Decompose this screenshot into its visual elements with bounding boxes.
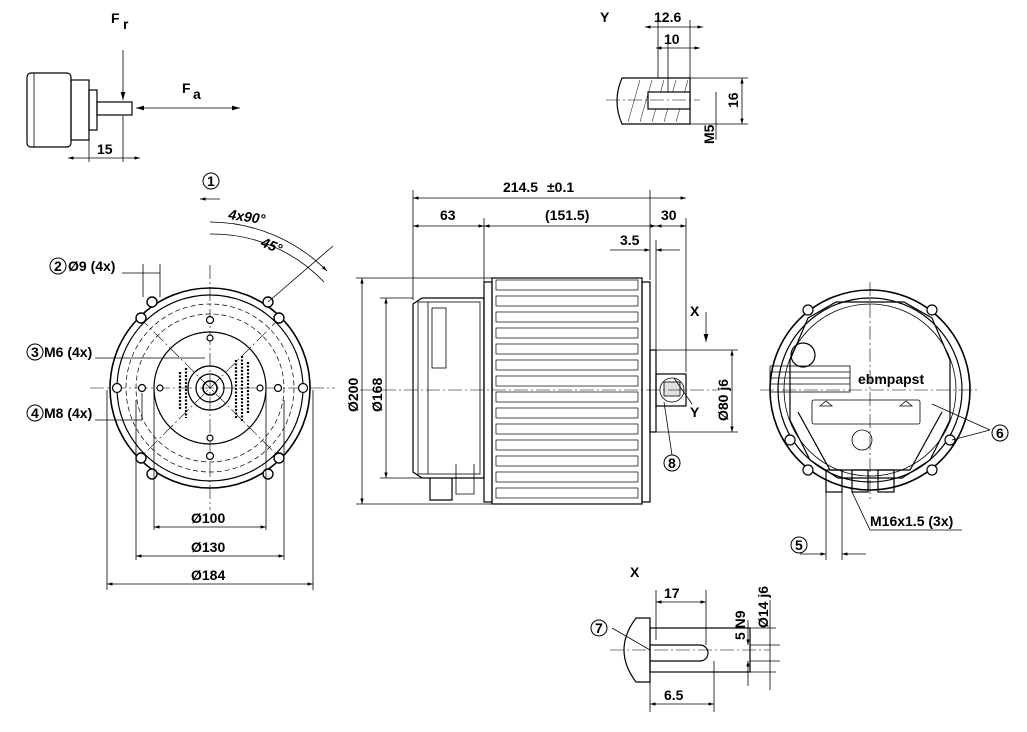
detail-y-title: Y xyxy=(600,9,610,25)
length-151-5: (151.5) xyxy=(545,207,589,223)
callout-5-circle xyxy=(790,536,808,554)
key-dim-5n9: 5 N9 xyxy=(732,610,748,640)
detail-y-dim-12-6: 12.6 xyxy=(654,9,681,25)
callout-3-circle xyxy=(26,343,44,361)
length-total-tolerance: ±0.1 xyxy=(547,179,574,195)
detail-y-dim-m5: M5 xyxy=(701,124,717,144)
diameter-100: Ø100 xyxy=(191,510,225,526)
length-63: 63 xyxy=(440,207,456,223)
axial-force-label: F xyxy=(182,80,191,96)
callout-6-circle xyxy=(991,424,1009,442)
callout-4-circle xyxy=(26,404,44,422)
key-dim-17: 17 xyxy=(664,585,680,601)
shaft-load-distance: 15 xyxy=(97,141,113,157)
detail-x-view xyxy=(610,590,780,712)
key-dim-6-5: 6.5 xyxy=(664,687,684,703)
callout-2-text: Ø9 (4x) xyxy=(68,258,115,274)
cable-gland-label: M16x1.5 (3x) xyxy=(870,513,953,529)
angle-45: 45° xyxy=(258,234,285,257)
side-view xyxy=(356,190,738,505)
detail-y-dim-16: 16 xyxy=(725,92,741,108)
length-30: 30 xyxy=(661,207,677,223)
brand-logo: ebmpapst xyxy=(858,371,924,387)
detail-y-dim-10: 10 xyxy=(664,31,680,47)
view-y-marker: Y xyxy=(690,404,700,420)
diameter-130: Ø130 xyxy=(191,539,225,555)
axial-force-subscript: a xyxy=(193,86,201,102)
callout-8-circle xyxy=(663,454,681,472)
angle-4x90: 4x90° xyxy=(227,206,267,227)
callout-6: 6 xyxy=(996,425,1004,441)
callout-1-circle xyxy=(202,172,220,190)
key-dim-d14: Ø14 j6 xyxy=(755,586,771,628)
callout-2-circle xyxy=(49,257,67,275)
shaft-diameter-80: Ø80 j6 xyxy=(715,379,731,421)
view-x-marker: X xyxy=(690,303,700,319)
callout-3-text: M6 (4x) xyxy=(44,344,92,360)
callout-5: 5 xyxy=(795,537,803,553)
callout-8: 8 xyxy=(668,455,676,471)
length-3-5: 3.5 xyxy=(620,232,640,248)
length-total: 214.5 xyxy=(503,179,538,195)
diameter-184: Ø184 xyxy=(191,567,225,583)
callout-2: 2 xyxy=(54,258,62,274)
radial-force-label: F xyxy=(111,10,120,26)
shaft-load-diagram xyxy=(26,50,240,162)
diameter-200: Ø200 xyxy=(345,378,361,412)
diameter-168: Ø168 xyxy=(369,378,385,412)
callout-4-text: M8 (4x) xyxy=(44,405,92,421)
callout-7: 7 xyxy=(595,620,603,636)
detail-x-title: X xyxy=(630,564,640,580)
callout-1: 1 xyxy=(207,173,215,189)
rear-view xyxy=(760,282,991,560)
radial-force-subscript: r xyxy=(123,16,129,32)
callout-4: 4 xyxy=(31,405,39,421)
front-view xyxy=(90,197,335,590)
callout-7-circle xyxy=(590,619,608,637)
callout-3: 3 xyxy=(31,344,39,360)
detail-y-view xyxy=(606,20,748,140)
